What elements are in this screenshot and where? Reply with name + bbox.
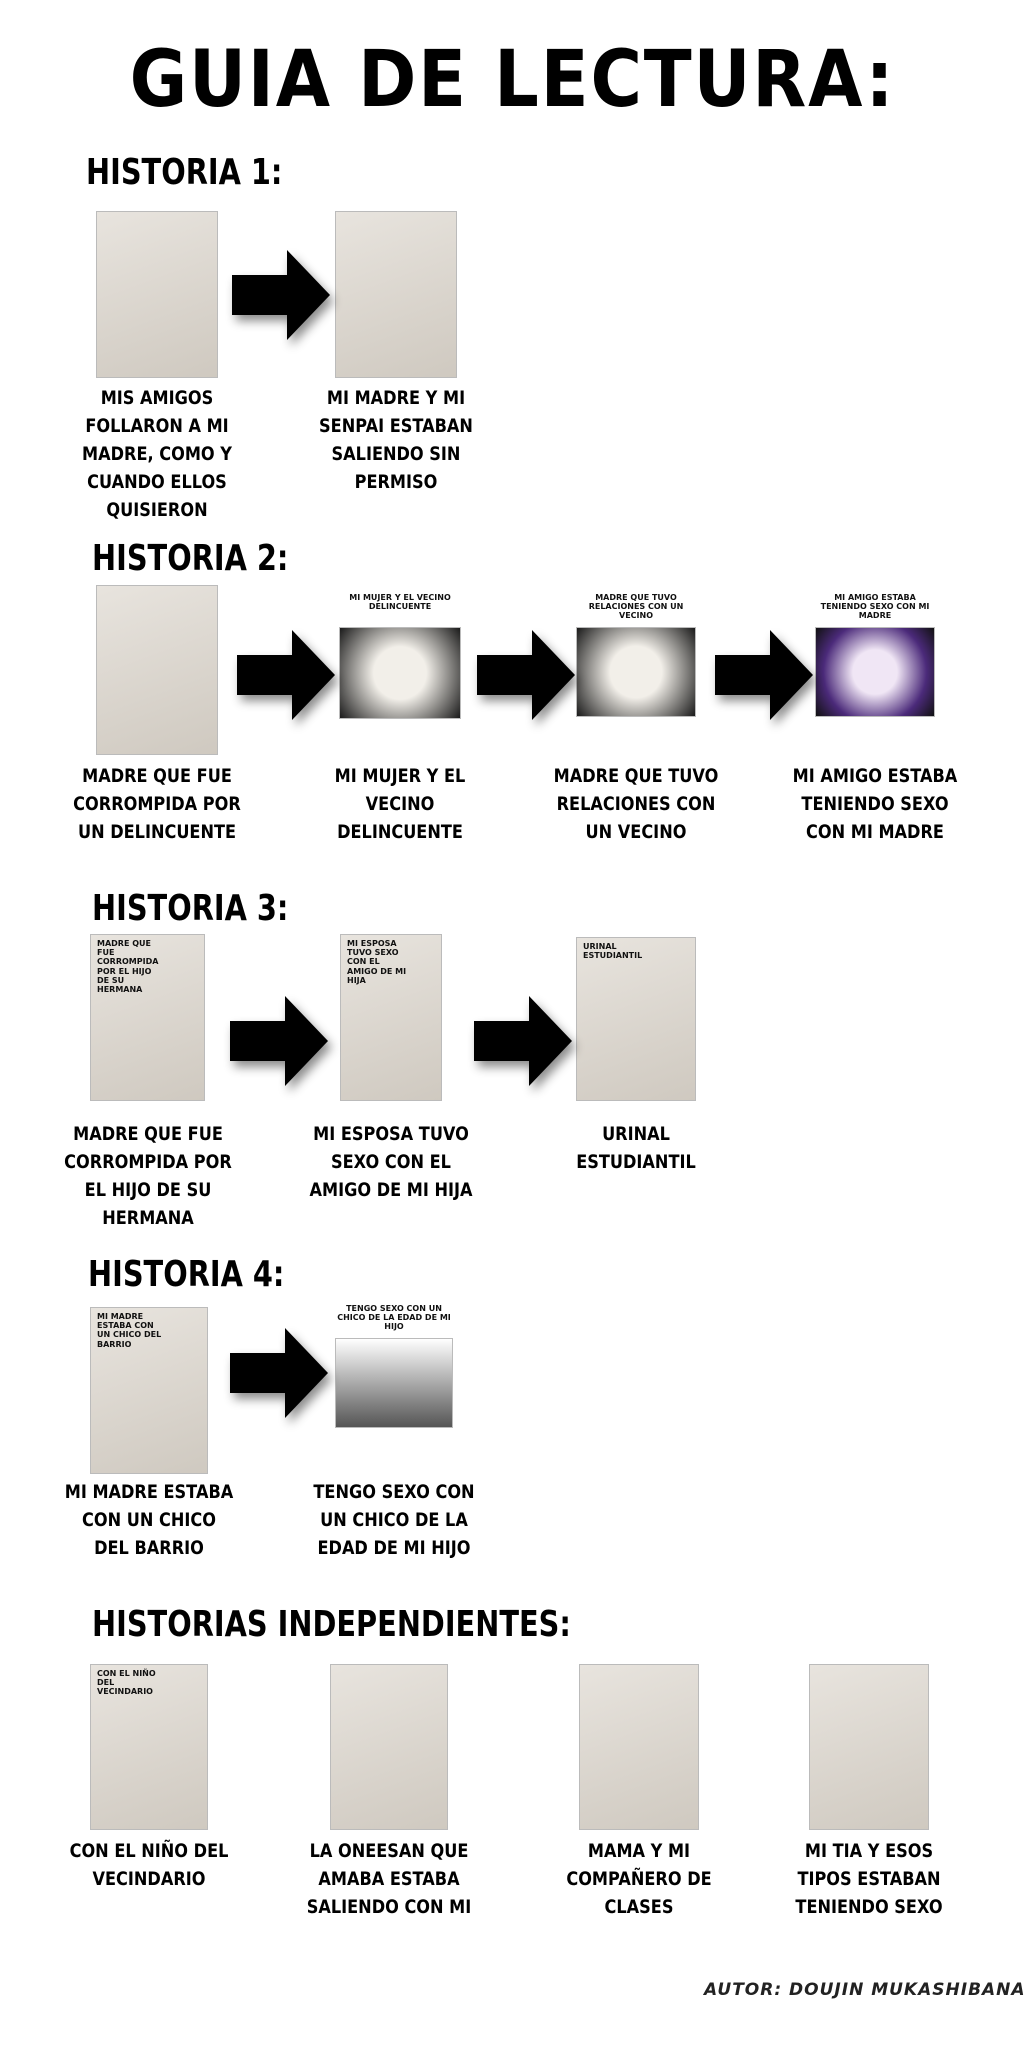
cover-thumbnail[interactable]: CON EL NIÑO DEL VECINDARIO	[90, 1664, 208, 1830]
cover-thumbnail[interactable]	[579, 1664, 699, 1830]
cover-thumbnail[interactable]	[335, 211, 457, 378]
story-caption: MI TIA Y ESOS TIPOS ESTABAN TENIENDO SEX…	[795, 1840, 943, 1918]
section-heading: HISTORIAS INDEPENDIENTES:	[92, 1604, 571, 1645]
cover-title: TENGO SEXO CON UN CHICO DE LA EDAD DE MI…	[337, 1304, 451, 1332]
section-heading: HISTORIA 1:	[86, 152, 283, 193]
cover-title: MI AMIGO ESTABA TENIENDO SEXO CON MI MAD…	[820, 593, 930, 621]
arrow-right-icon	[237, 630, 335, 720]
story-caption: MADRE QUE FUE CORROMPIDA POR EL HIJO DE …	[63, 1123, 232, 1229]
cover-title: MADRE QUE TUVO RELACIONES CON UN VECINO	[588, 593, 684, 621]
cover-thumbnail[interactable]: MADRE QUE FUE CORROMPIDA POR EL HIJO DE …	[90, 934, 205, 1101]
story-caption: LA ONEESAN QUE AMABA ESTABA SALIENDO CON…	[306, 1840, 472, 1918]
section-heading: HISTORIA 3:	[92, 888, 289, 929]
cover-thumbnail[interactable]	[339, 627, 461, 719]
cover-thumbnail[interactable]: MI ESPOSA TUVO SEXO CON EL AMIGO DE MI H…	[340, 934, 442, 1101]
story-caption: MI MADRE ESTABA CON UN CHICO DEL BARRIO	[64, 1481, 234, 1559]
section-heading: HISTORIA 4:	[88, 1254, 285, 1295]
story-caption: MI MUJER Y EL VECINO DELINCUENTE	[334, 765, 466, 843]
story-caption: MI AMIGO ESTABA TENIENDO SEXO CON MI MAD…	[792, 765, 958, 843]
story-caption: URINAL ESTUDIANTIL	[576, 1123, 696, 1173]
arrow-right-icon	[474, 996, 572, 1086]
story-caption: TENGO SEXO CON UN CHICO DE LA EDAD DE MI…	[313, 1481, 475, 1559]
cover-title: MI MADRE ESTABA CON UN CHICO DEL BARRIO	[97, 1312, 162, 1349]
story-caption: MADRE QUE FUE CORROMPIDA POR UN DELINCUE…	[73, 765, 241, 843]
cover-thumbnail[interactable]	[335, 1338, 453, 1428]
story-caption: CON EL NIÑO DEL VECINDARIO	[69, 1840, 229, 1890]
story-caption: MADRE QUE TUVO RELACIONES CON UN VECINO	[553, 765, 719, 843]
cover-title: MI ESPOSA TUVO SEXO CON EL AMIGO DE MI H…	[347, 939, 407, 985]
arrow-right-icon	[715, 630, 813, 720]
arrow-right-icon	[232, 250, 330, 340]
arrow-right-icon	[477, 630, 575, 720]
cover-title: CON EL NIÑO DEL VECINDARIO	[97, 1669, 156, 1697]
cover-thumbnail[interactable]	[576, 627, 696, 717]
story-caption: MIS AMIGOS FOLLARON A MI MADRE, COMO Y C…	[82, 387, 232, 521]
story-caption: MI MADRE Y MI SENPAI ESTABAN SALIENDO SI…	[319, 387, 473, 493]
section-heading: HISTORIA 2:	[92, 538, 289, 579]
arrow-right-icon	[230, 1328, 328, 1418]
cover-title: URINAL ESTUDIANTIL	[583, 942, 643, 961]
arrow-right-icon	[230, 996, 328, 1086]
cover-title: MADRE QUE FUE CORROMPIDA POR EL HIJO DE …	[97, 939, 159, 994]
cover-thumbnail[interactable]: URINAL ESTUDIANTIL	[576, 937, 696, 1101]
cover-title: MI MUJER Y EL VECINO DELINCUENTE	[349, 593, 451, 612]
cover-thumbnail[interactable]	[815, 627, 935, 717]
page-title: GUIA DE LECTURA:	[129, 35, 896, 125]
cover-thumbnail[interactable]	[96, 585, 218, 755]
cover-thumbnail[interactable]	[330, 1664, 448, 1830]
cover-thumbnail[interactable]: MI MADRE ESTABA CON UN CHICO DEL BARRIO	[90, 1307, 208, 1474]
story-caption: MI ESPOSA TUVO SEXO CON EL AMIGO DE MI H…	[309, 1123, 473, 1201]
cover-thumbnail[interactable]	[809, 1664, 929, 1830]
story-caption: MAMA Y MI COMPAÑERO DE CLASES	[566, 1840, 712, 1918]
cover-thumbnail[interactable]	[96, 211, 218, 378]
author-credit: AUTOR: DOUJIN MUKASHIBANASHI	[704, 1980, 1025, 2000]
